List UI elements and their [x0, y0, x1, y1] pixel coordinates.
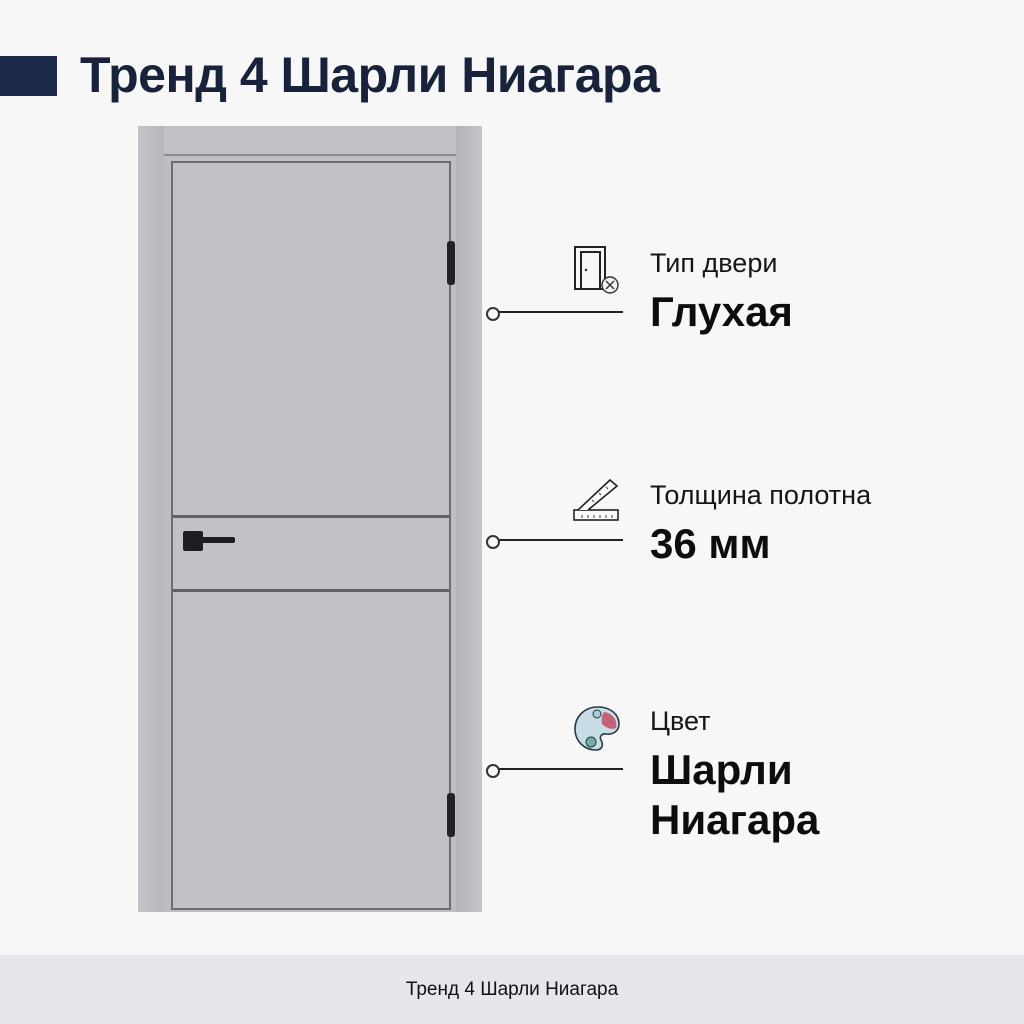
door-handle-rose: [183, 531, 203, 551]
footer-caption: Тренд 4 Шарли Ниагара: [405, 978, 619, 1000]
page-title: Тренд 4 Шарли Ниагара: [80, 47, 660, 103]
title-accent-bar: [0, 56, 57, 96]
feature-value: 36 мм: [650, 520, 771, 567]
feature-door-type: Тип двери Глухая: [486, 238, 1008, 348]
feature-value-line2: Ниагара: [650, 796, 820, 843]
door-hinge-top: [447, 241, 455, 285]
door-image: [138, 126, 482, 912]
door-jamb-right: [456, 126, 482, 912]
door-handle-lever: [199, 537, 235, 543]
door-groove-lower: [173, 589, 449, 592]
palette-icon: [572, 704, 622, 754]
door-leaf: [171, 161, 455, 910]
connector-line: [486, 307, 623, 321]
feature-label: Цвет: [650, 706, 711, 736]
connector-line: [486, 764, 623, 778]
connector-line: [486, 535, 623, 549]
door-hinge-bottom: [447, 793, 455, 837]
door-jamb-left: [138, 126, 164, 912]
feature-value: Глухая: [650, 288, 793, 335]
door-jamb-top: [164, 126, 456, 156]
ruler-icon: [572, 474, 622, 524]
feature-color: Цвет Шарли Ниагара: [486, 700, 1008, 860]
feature-value-line1: Шарли: [650, 746, 793, 793]
feature-label: Толщина полотна: [650, 480, 872, 510]
footer-caption-bar: Тренд 4 Шарли Ниагара: [0, 955, 1024, 1024]
door-groove-upper: [173, 515, 449, 518]
feature-label: Тип двери: [650, 248, 778, 278]
feature-thickness: Толщина полотна 36 мм: [486, 466, 1008, 576]
door-icon: [572, 244, 622, 294]
